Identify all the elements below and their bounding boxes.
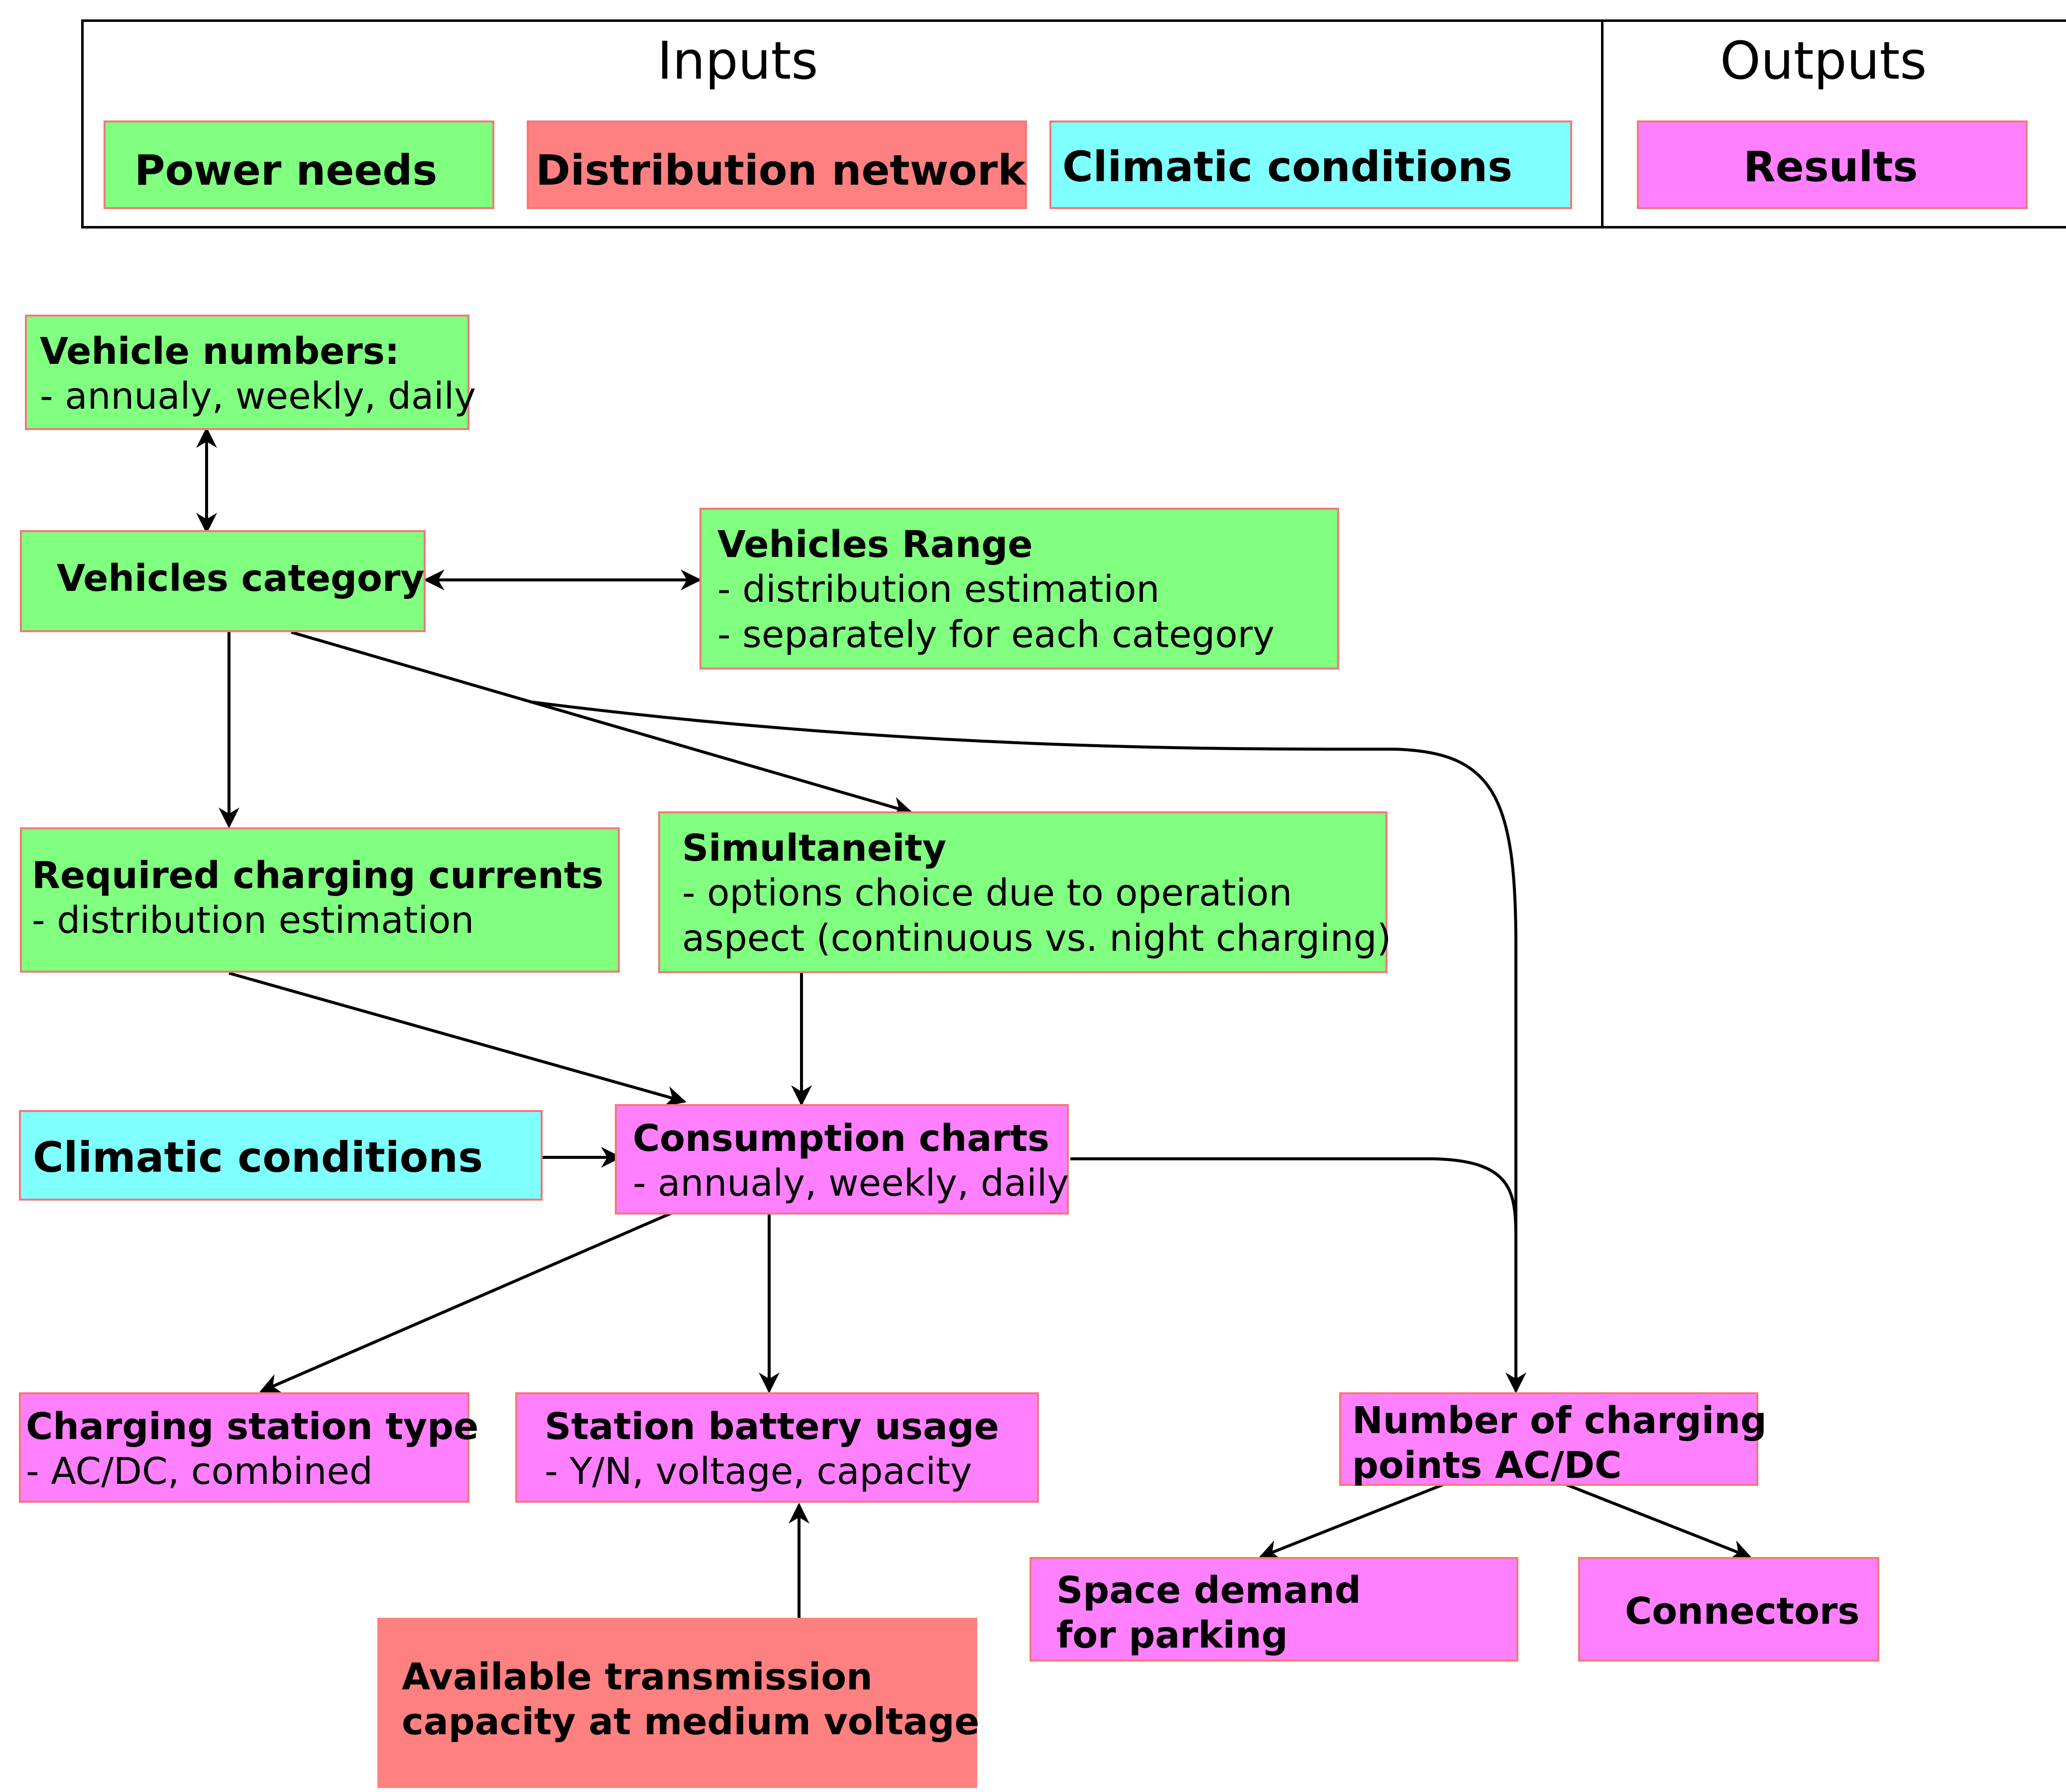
legend-outputs-title: Outputs	[1720, 30, 1927, 91]
edge-category-simultaneity	[291, 631, 914, 817]
legend-item-results: Results	[1637, 120, 2028, 209]
edge-category-charging-points	[530, 700, 1526, 1394]
node-available-transmission: Available transmission capacity at mediu…	[377, 1618, 979, 1788]
node-vehicles-category: Vehicles category	[20, 530, 426, 632]
node-vehicle-numbers: Vehicle numbers: - annualy, weekly, dail…	[25, 315, 476, 430]
node-number-of-charging-points: Number of charging points AC/DC	[1339, 1392, 1767, 1487]
legend-item-distribution-network: Distribution network	[527, 120, 1027, 209]
edge-required-currents-consumption	[229, 972, 687, 1107]
node-simultaneity: Simultaneity - options choice due to ope…	[658, 811, 1391, 973]
edge-charging-points-connectors	[1565, 1483, 1752, 1560]
node-required-charging-currents: Required charging currents - distributio…	[20, 827, 620, 973]
node-station-battery-usage: Station battery usage - Y/N, voltage, ca…	[515, 1392, 1039, 1503]
node-consumption-charts: Consumption charts - annualy, weekly, da…	[615, 1104, 1069, 1215]
edge-charging-points-space	[1259, 1483, 1445, 1560]
node-vehicles-range: Vehicles Range - distribution estimation…	[699, 508, 1339, 670]
node-space-demand: Space demand for parking	[1030, 1557, 1518, 1662]
node-climatic-conditions: Climatic conditions	[19, 1110, 543, 1201]
legend-item-power-needs: Power needs	[104, 120, 494, 209]
node-charging-station-type: Charging station type - AC/DC, combined	[19, 1392, 478, 1503]
legend-frame	[81, 19, 2066, 228]
edge-consumption-station-type	[259, 1208, 681, 1394]
legend-inputs-title: Inputs	[657, 30, 818, 91]
node-connectors: Connectors	[1578, 1557, 1879, 1662]
edge-consumption-charging-points	[1070, 1157, 1517, 1245]
legend-item-climatic-conditions: Climatic conditions	[1049, 120, 1572, 209]
legend-divider	[1601, 19, 1604, 228]
